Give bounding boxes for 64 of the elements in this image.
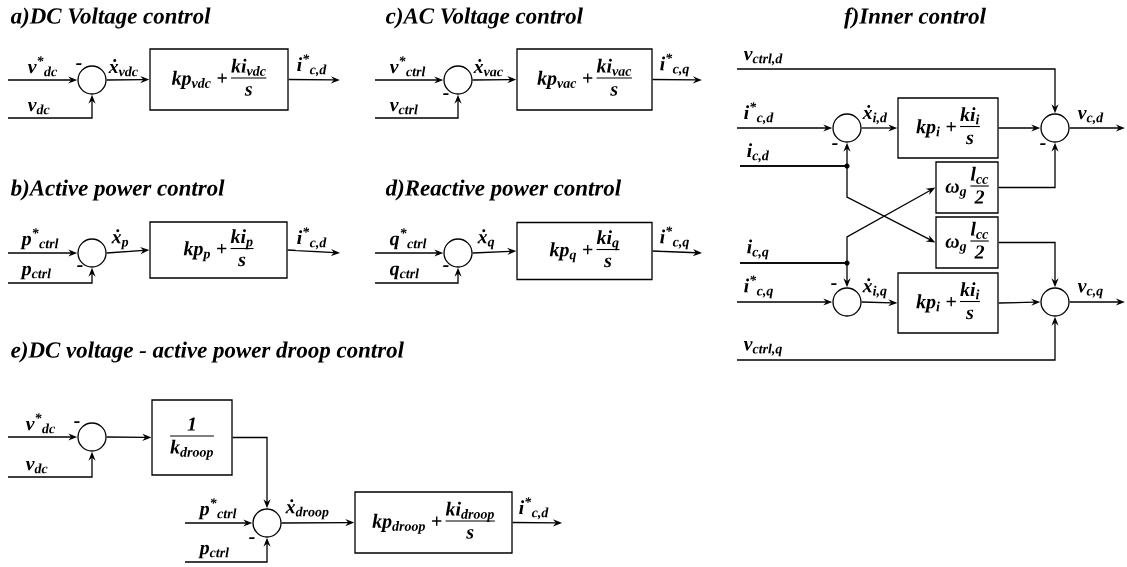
signal-label: p$^{*}$ctrl	[198, 497, 238, 521]
signal-label: v$_{dc}$	[24, 459, 50, 475]
signal-label: ẋ$_{q}$	[476, 228, 497, 251]
summing-junction	[252, 508, 282, 538]
panel-title: c)AC Voltage control	[386, 7, 583, 29]
summing-junction	[443, 238, 473, 268]
minus-sign: -	[249, 537, 255, 539]
signal-label: ẋ$_{i,q}$	[861, 277, 889, 300]
transfer-function-block: kp$_{vac}$ + ki$_{vac}$ s	[516, 48, 653, 111]
minus-sign: -	[831, 283, 837, 285]
signal-label: i$^{*}$c,d	[295, 53, 328, 78]
signal-label: i$^{*}$c,q	[658, 52, 691, 78]
panel-title: a)DC Voltage control	[10, 7, 211, 29]
panel-title: f)Inner control	[844, 7, 986, 29]
signal-label: ẋ$_{i,d}$	[861, 104, 889, 126]
signal-label: v$^{*}$ctrl	[388, 55, 427, 78]
transfer-function-block: 1 k$_{droop}$	[151, 399, 233, 476]
summing-junction	[1040, 113, 1070, 143]
minus-sign: -	[443, 93, 449, 95]
signal-label: i$^{*}$c,q	[658, 225, 691, 251]
signal-label: i$^{*}$c,d	[295, 226, 328, 251]
summing-junction	[443, 65, 473, 95]
minus-sign: -	[832, 143, 838, 145]
signal-label: v$_{dc}$	[26, 100, 52, 116]
signal-label: v$_{ctrl,d}$	[742, 49, 784, 67]
summing-junction	[77, 65, 107, 95]
signal-label: v$_{c,d}$	[1076, 108, 1105, 126]
transfer-function-block: kp$_{vdc}$ + ki$_{vdc}$ s	[149, 48, 289, 111]
signal-label: ẋ$_{p}$	[110, 228, 131, 251]
signal-label: v$^{*}$dc	[26, 55, 59, 78]
minus-sign: -	[443, 265, 449, 267]
signal-label: ẋ$_{vdc}$	[107, 58, 140, 78]
signal-label: v$_{c,q}$	[1076, 282, 1105, 300]
transfer-function-block: ω$_{g}$ l$_{cc}$ 2	[935, 216, 999, 269]
minus-sign: -	[76, 63, 82, 65]
signal-label: v$_{ctrl}$	[388, 100, 420, 116]
signal-label: q$_{ctrl}$	[388, 264, 421, 281]
signal-label: i$^{*}$c,q	[742, 274, 775, 300]
transfer-function-block: ω$_{g}$ l$_{cc}$ 2	[935, 161, 999, 214]
signal-label: p$^{*}$ctrl	[20, 227, 60, 251]
summing-junction	[832, 287, 862, 317]
signal-label: v$^{*}$dc	[24, 412, 57, 435]
minus-sign: -	[77, 265, 83, 267]
transfer-function-block: kp$_{droop}$ + ki$_{droop}$ s	[354, 491, 513, 554]
signal-label: p$_{ctrl}$	[20, 264, 53, 281]
signal-label: i$^{*}$c,d	[517, 496, 550, 521]
minus-sign: -	[74, 421, 80, 423]
panel-title: b)Active power control	[10, 179, 225, 201]
transfer-function-block: kp$_{i}$ + ki$_{i}$ s	[897, 272, 999, 334]
signal-label: p$_{ctrl}$	[198, 543, 231, 560]
summing-junction	[832, 113, 862, 143]
signal-label: i$_{c,d}$	[745, 142, 771, 164]
summing-junction	[77, 238, 107, 268]
summing-junction	[77, 422, 107, 452]
signal-label: ẋ$_{vac}$	[472, 58, 505, 78]
signal-label: i$_{c,q}$	[745, 238, 771, 261]
signal-label: i$^{*}$c,d	[742, 101, 775, 126]
signal-label: ẋ$_{droop}$	[284, 498, 331, 521]
minus-sign: -	[1040, 143, 1046, 145]
signal-label: v$_{ctrl,q}$	[742, 340, 784, 358]
panel-title: e)DC voltage - active power droop control	[11, 341, 404, 363]
signal-label: q$^{*}$ctrl	[388, 227, 428, 251]
summing-junction	[1040, 287, 1070, 317]
panel-title: d)Reactive power control	[385, 179, 622, 201]
